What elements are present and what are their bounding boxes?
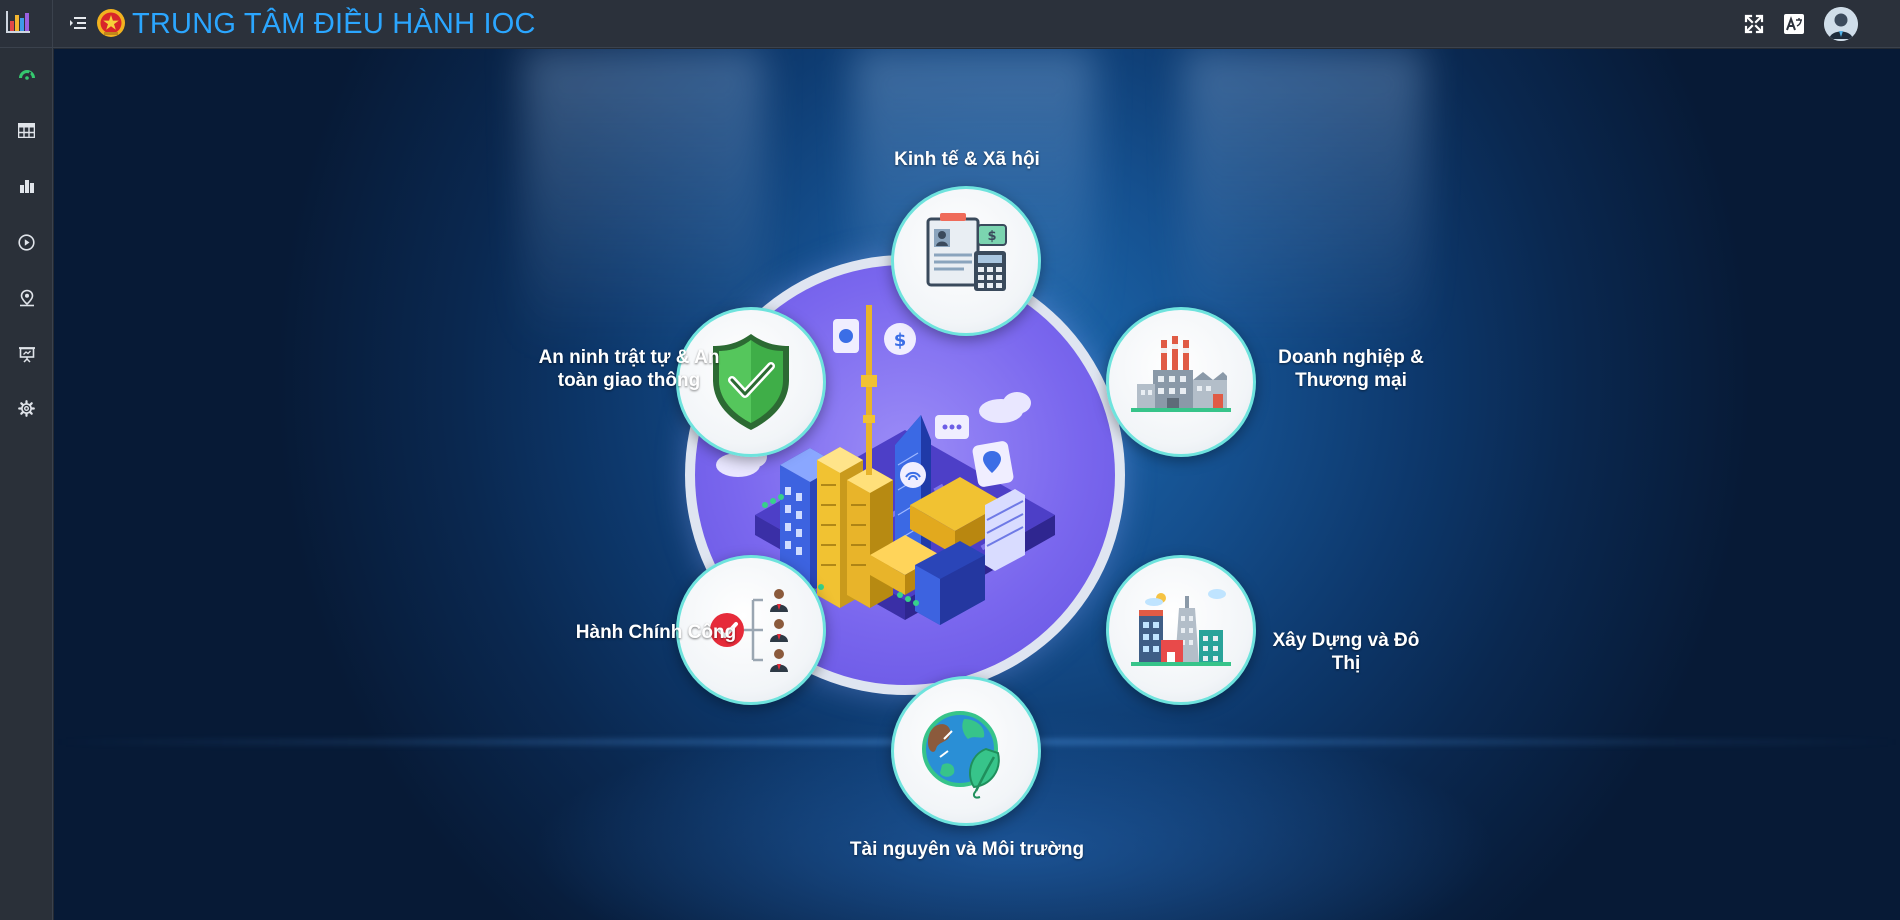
shield-check-icon xyxy=(713,334,789,430)
module-economy[interactable]: $ xyxy=(891,186,1041,336)
national-emblem-icon xyxy=(97,9,125,37)
svg-text:$: $ xyxy=(987,229,996,244)
sidebar-item-chart[interactable] xyxy=(0,166,53,206)
user-avatar-icon xyxy=(1824,7,1858,41)
sidebar-item-settings[interactable] xyxy=(0,388,53,428)
module-construction[interactable] xyxy=(1106,555,1256,705)
presentation-icon xyxy=(18,346,35,363)
dashboard-icon xyxy=(18,70,35,80)
user-avatar[interactable] xyxy=(1824,7,1858,41)
sidebar-item-presentation[interactable] xyxy=(0,334,53,374)
translate-icon[interactable] xyxy=(1780,10,1808,38)
checklist-people-icon xyxy=(710,589,788,672)
bar-chart-logo-icon xyxy=(6,11,30,33)
sidebar-item-video[interactable] xyxy=(0,222,53,262)
earth-leaf-icon xyxy=(922,711,1000,799)
module-label-business[interactable]: Doanh nghiệp & Thương mại xyxy=(1278,347,1424,391)
smart-city-illustration: $ xyxy=(716,305,1055,625)
menu-toggle-icon[interactable] xyxy=(68,13,88,33)
light-beam xyxy=(524,49,764,349)
play-circle-icon xyxy=(18,233,35,251)
app-logo[interactable] xyxy=(0,0,53,48)
document-calculator-icon: $ xyxy=(926,213,1007,291)
city-buildings-icon xyxy=(1131,589,1231,666)
module-environment[interactable] xyxy=(891,676,1041,826)
module-administration[interactable] xyxy=(676,555,826,705)
sidebar xyxy=(0,48,53,920)
gear-icon xyxy=(18,399,35,417)
main-stage: $ xyxy=(54,49,1900,920)
light-beam xyxy=(1184,49,1424,349)
bar-chart-icon xyxy=(19,180,34,193)
sidebar-item-table[interactable] xyxy=(0,110,53,150)
sidebar-item-map[interactable] xyxy=(0,278,53,318)
module-label-security[interactable]: An ninh trật tự & An toàn giao thông xyxy=(538,347,720,391)
module-label-construction[interactable]: Xây Dựng và Đô Thị xyxy=(1272,630,1420,674)
sidebar-item-dashboard[interactable] xyxy=(0,54,53,94)
module-label-economy[interactable]: Kinh tế & Xã hội xyxy=(894,149,1040,170)
svg-text:$: $ xyxy=(894,330,907,351)
top-header: TRUNG TÂM ĐIỀU HÀNH IOC xyxy=(0,0,1900,48)
module-label-administration[interactable]: Hành Chính Công xyxy=(575,622,737,643)
module-business[interactable] xyxy=(1106,307,1256,457)
module-label-environment[interactable]: Tài nguyên và Môi trường xyxy=(849,839,1085,860)
factory-icon xyxy=(1131,336,1231,412)
app-title: TRUNG TÂM ĐIỀU HÀNH IOC xyxy=(132,8,536,40)
map-pin-icon xyxy=(19,289,34,307)
module-security[interactable] xyxy=(676,307,826,457)
table-icon xyxy=(18,122,35,138)
fullscreen-icon[interactable] xyxy=(1740,10,1768,38)
